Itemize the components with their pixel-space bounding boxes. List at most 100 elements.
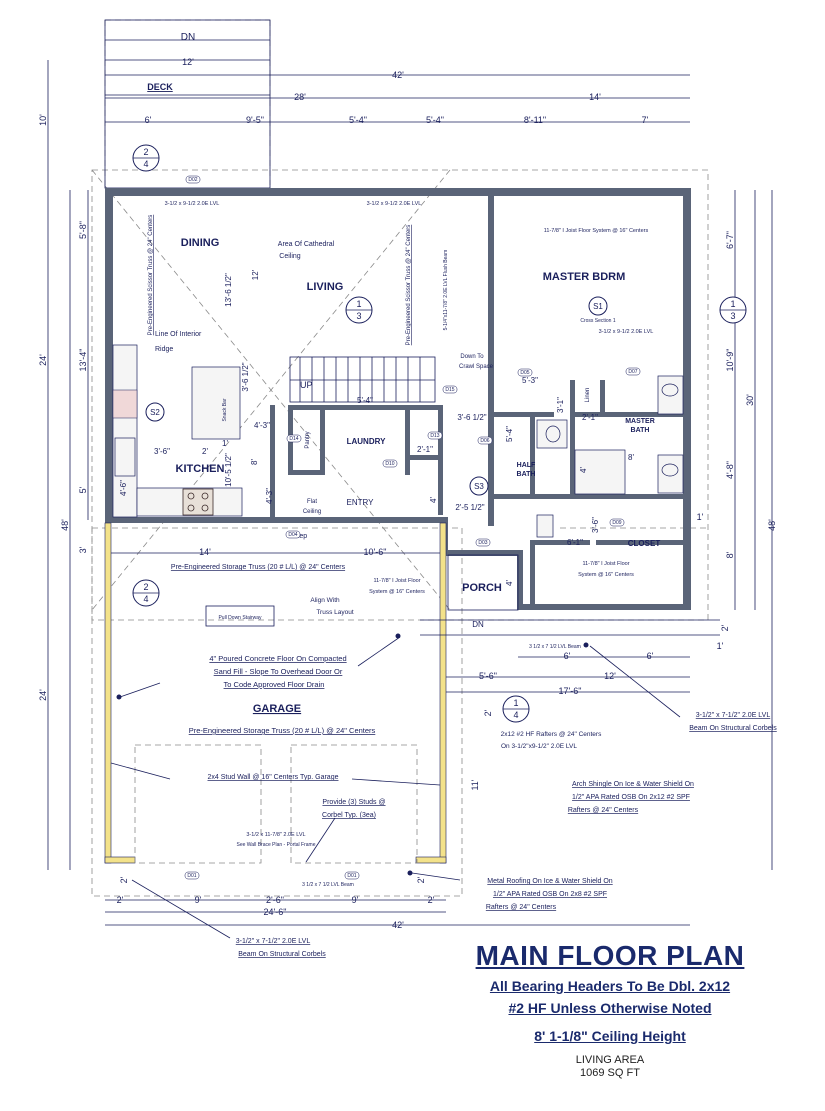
note-down-crawl-2: Crawl Space <box>459 364 494 370</box>
note-rafters-porch-2: On 3-1/2"x9-1/2" 2.0E LVL <box>501 743 577 750</box>
note-joist-closet-1: 11-7/8" I Joist Floor <box>582 561 629 567</box>
dim-10-5-half: 10'-5 1/2" <box>224 453 233 487</box>
section-number: 1 <box>513 698 518 708</box>
room-label-dining: DINING <box>181 237 220 249</box>
note-joist-garage-1: 11-7/8" I Joist Floor <box>373 578 420 584</box>
deck-label: DECK <box>147 82 173 92</box>
note-metal-2: 1/2" APA Rated OSB On 2x8 #2 SPF <box>493 891 607 898</box>
dim-3-1: 3'-1" <box>556 397 565 413</box>
note-pull-down-stairway: Pull Down Stairway <box>218 615 262 621</box>
dim-17-6: 17'-6" <box>559 686 582 696</box>
door-tag-d01-a: D01 <box>187 873 196 879</box>
note-beam-bottom-1: 3-1/2" x 7-1/2" 2.0E LVL <box>236 938 311 945</box>
section-sheet: 4 <box>513 710 518 720</box>
dim-10-6-garage: 10'-6" <box>364 547 387 557</box>
door-tag-d02: D02 <box>188 177 197 183</box>
dim-48-right: 48' <box>767 519 777 531</box>
dim-1-kitchen: 1' <box>222 439 228 448</box>
section-marker-2-4-garage: 2 4 <box>132 579 160 607</box>
note-dining-truss: Pre-Engineered Scissor Truss @ 24" Cente… <box>148 215 154 336</box>
top-dimensions: 12' 42' 28' 14' 6' 9'-5" 5'-4" 5'-4" 8'-… <box>105 57 690 125</box>
room-label-garage: GARAGE <box>253 703 301 715</box>
note-arch-3: Rafters @ 24" Centers <box>568 807 639 814</box>
note-beam-right-1: 3-1/2" x 7-1/2" 2.0E LVL <box>696 712 771 719</box>
dim-13-6-half: 13'-6 1/2" <box>224 273 233 307</box>
room-label-master: MASTER <box>625 418 655 425</box>
note-flat-ceiling-1: Flat <box>307 499 317 505</box>
room-label-half-bath: BATH <box>517 471 536 478</box>
note-studs-1: Provide (3) Studs @ <box>322 799 385 806</box>
exterior-walls <box>104 188 691 864</box>
dim-2-kitchen: 2' <box>202 447 208 456</box>
note-align-2: Truss Layout <box>316 609 354 616</box>
note-arch-1: Arch Shingle On Ice & Water Shield On <box>572 781 694 788</box>
header-note-line-1: All Bearing Headers To Be Dbl. 2x12 <box>489 978 731 994</box>
note-flush-beam: 5-1/4"x11-7/8" 2.0E LVL Flush Beam <box>443 250 449 331</box>
note-beam-right-2: Beam On Structural Corbels <box>689 725 777 732</box>
room-label-entry: ENTRY <box>347 498 375 507</box>
section-number: 1 <box>356 299 361 309</box>
dim-2-1-laundry: 2'-1" <box>417 445 433 454</box>
dim-14-garage: 14' <box>199 547 211 557</box>
door-tag-d04: D04 <box>288 532 297 538</box>
room-label-kitchen: KITCHEN <box>176 463 225 475</box>
dim-2-corner-a: 2' <box>119 876 129 883</box>
dim-2-bottom-b: 2' <box>428 895 435 905</box>
section-marker-1-4-porch: 1 4 <box>502 695 530 723</box>
note-beam-bottom-2: Beam On Structural Corbels <box>238 951 326 958</box>
note-arch-2: 1/2" APA Rated OSB On 2x12 #2 SPF <box>572 794 690 801</box>
bottom-dimensions: 2' 9' 2'-6" 9' 2' 24'-6" 42' 2' 2' <box>105 876 690 930</box>
dim-28: 28' <box>294 92 306 102</box>
dim-3-6-center: 3'-6 1/2" <box>457 413 486 422</box>
cut-label-s3: S3 <box>474 482 484 491</box>
plan-title: MAIN FLOOR PLAN <box>475 940 745 971</box>
step-label: Step <box>293 533 308 540</box>
note-garage-truss-top: Pre-Engineered Storage Truss (20 # L/L) … <box>171 564 346 571</box>
dim-4-6-kitchen: 4'-6" <box>119 480 128 496</box>
note-joist-master: 11-7/8" I Joist Floor System @ 16" Cente… <box>544 228 649 234</box>
dim-5-4-laundry: 5'-4" <box>357 396 373 405</box>
dim-5-4-bath: 5'-4" <box>505 426 514 442</box>
dim-5-3: 5'-3" <box>522 376 538 385</box>
note-align-1: Align With <box>310 597 340 604</box>
stair-up-label: UP <box>300 380 313 390</box>
dim-24-b: 24' <box>38 689 48 701</box>
room-label-master-bedroom: MASTER BDRM <box>543 271 626 283</box>
door-tags: D14 D13 D15 D10 D06 D05 D07 D09 D03 D01 … <box>184 175 641 880</box>
note-lvl-master: 3-1/2 x 9-1/2 2.0E LVL <box>599 329 654 335</box>
section-number: 1 <box>730 299 735 309</box>
cut-caption-s1: Cross Section 1 <box>580 318 616 324</box>
dim-30: 30' <box>745 394 755 406</box>
dim-3-6-kitchen: 3'-6" <box>154 447 170 456</box>
dim-overall-width-top: 42' <box>392 70 404 80</box>
note-beam-small: 3 1/2 x 7 1/2 LVL Beam <box>302 882 354 888</box>
note-interior-ridge-2: Ridge <box>155 346 173 353</box>
interior-dimensions: 3'-6" 2' 1' 4'-6" 8' 4'-3" 4'-3" 13'-6 1… <box>111 269 634 586</box>
note-stud-wall: 2x4 Stud Wall @ 16" Centers Typ. Garage <box>208 774 339 781</box>
dim-8-11: 8'-11" <box>524 115 546 125</box>
dim-4-entry: 4' <box>429 497 438 503</box>
dim-8-bath: 8' <box>628 453 634 462</box>
dim-4-3-b: 4'-3" <box>265 488 274 504</box>
door-tag-d09: D09 <box>612 520 621 526</box>
porch-dimensions: 6' 6' 12' 5'-6" 17'-6" 2' 11' <box>446 651 690 791</box>
dim-7: 7' <box>642 115 649 125</box>
section-sheet: 4 <box>143 594 148 604</box>
room-label-linen: Linen <box>585 388 591 403</box>
porch-area <box>420 554 720 636</box>
dim-11-garage: 11' <box>470 779 480 790</box>
dim-24-a: 24' <box>38 354 48 366</box>
dim-6-porch-b: 6' <box>647 651 654 661</box>
dim-1-right: 1' <box>697 512 704 522</box>
note-interior-ridge-1: Line Of Interior <box>155 331 202 338</box>
room-label-living: LIVING <box>307 281 344 293</box>
door-tag-d03: D03 <box>478 540 487 546</box>
living-area-block: LIVING AREA 1069 SQ FT <box>430 1054 790 1080</box>
interior-walls <box>270 196 684 610</box>
note-porch-lvl: 3 1/2 x 7 1/2 LVL Beam <box>529 644 581 650</box>
header-note-line-2: #2 HF Unless Otherwise Noted <box>508 1000 712 1016</box>
dim-5: 5' <box>78 486 88 493</box>
section-sheet: 3 <box>730 311 735 321</box>
dim-2-1-linen: 2'-1" <box>582 413 598 422</box>
